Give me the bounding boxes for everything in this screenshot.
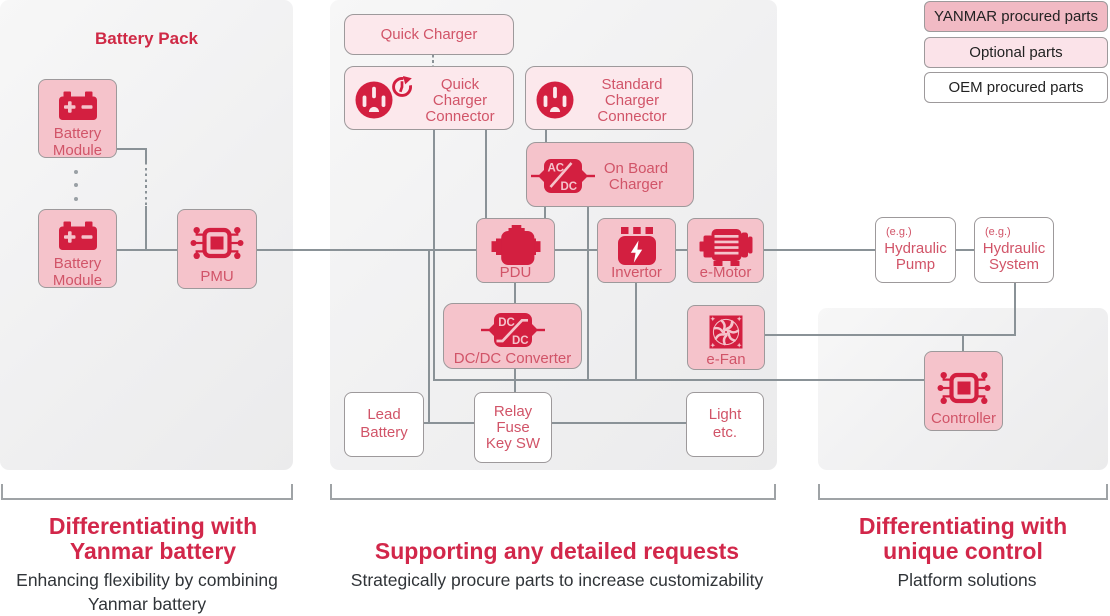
svg-text:DC: DC: [512, 335, 529, 347]
svg-text:DC: DC: [498, 317, 515, 329]
svg-text:AC: AC: [548, 163, 565, 175]
svg-text:DC: DC: [561, 181, 578, 193]
